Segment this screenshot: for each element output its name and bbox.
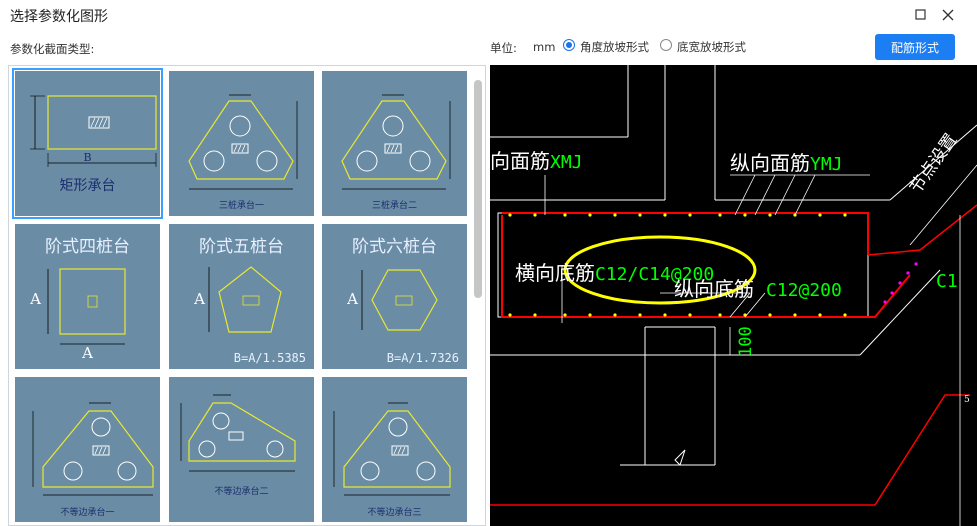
cad-text-t3: 横向底筋 — [515, 261, 595, 285]
tile-three-pile-cap-2-label: 三桩承台二 — [371, 201, 417, 211]
shape-gallery: A B 矩形承台 三桩承台一 三桩承 — [8, 65, 486, 526]
tile-unequal-cap-3-label: 不等边承台三 — [367, 508, 422, 518]
cad-text-t4: 纵向底筋 — [674, 277, 754, 301]
cad-text-t4-code: C12@200 — [766, 280, 842, 301]
tile-unequal-cap-2-label: 不等边承台二 — [214, 487, 269, 497]
tile-stepped-five-pile-formula: B=A/1.5385 — [233, 351, 306, 365]
cad-text-longitudinal-bottom-rebar: 纵向底筋 C12@200 — [674, 273, 842, 302]
cad-text-dim-100: 100 — [736, 326, 756, 357]
cad-text-t3-code: C12/C14@200 — [595, 264, 715, 285]
tile-stepped-four-pile[interactable]: 阶式四桩台 A A — [15, 224, 160, 369]
tile-rect-cap[interactable]: A B 矩形承台 — [12, 68, 163, 219]
tile-stepped-four-pile-title: 阶式四桩台 — [45, 237, 130, 257]
cad-text-t2-code: YMJ — [810, 154, 843, 175]
cad-text-c1: C1 — [936, 271, 958, 292]
radio-angle-slope-label[interactable]: 角度放坡形式 — [580, 40, 649, 54]
unit-label: 单位: — [490, 41, 517, 55]
radio-width-slope-label[interactable]: 底宽放坡形式 — [677, 40, 746, 54]
unit-value: mm — [533, 40, 556, 54]
tile-unequal-cap-1-label: 不等边承台一 — [60, 508, 115, 518]
radio-angle-slope[interactable] — [563, 39, 575, 51]
tile-unequal-cap-2[interactable]: 不等边承台二 — [169, 377, 314, 522]
tile-rect-label: 矩形承台 — [59, 178, 116, 194]
gallery-scrollbar-thumb[interactable] — [474, 80, 482, 298]
cad-text-transverse-bottom-rebar: 横向底筋C12/C14@200 — [515, 257, 714, 286]
tile-three-pile-cap-1-label: 三桩承台一 — [218, 201, 264, 211]
close-icon[interactable] — [937, 4, 959, 26]
tile-stepped-six-pile-dim-a: A — [347, 290, 358, 308]
tile-stepped-six-pile-title: 阶式六桩台 — [352, 237, 437, 257]
tile-stepped-five-pile[interactable]: 阶式五桩台 A B=A/1.5385 — [169, 224, 314, 369]
tile-three-pile-cap-2[interactable]: 三桩承台二 — [322, 71, 467, 216]
tile-unequal-cap-1[interactable]: 不等边承台一 — [15, 377, 160, 522]
preview-panel: 向面筋XMJ 纵向面筋YMJ 横向底筋C12/C14@200 纵向底筋 C12@2… — [490, 65, 977, 526]
rebar-form-button[interactable]: 配筋形式 — [875, 34, 955, 60]
tile-rect-dim-b: B — [83, 151, 92, 164]
cad-text-transverse-top-rebar: 向面筋XMJ — [490, 145, 583, 174]
cad-text-t1-code: XMJ — [550, 152, 583, 173]
cad-text-t2: 纵向面筋 — [730, 151, 810, 175]
title-bar: 选择参数化图形 — [0, 0, 977, 30]
preview-drawing — [490, 65, 977, 526]
window-title: 选择参数化图形 — [10, 9, 108, 25]
cad-text-5: 5 — [964, 395, 970, 405]
tile-stepped-five-pile-dim-a: A — [194, 290, 205, 308]
tile-stepped-six-pile[interactable]: 阶式六桩台 A B=A/1.7326 — [322, 224, 467, 369]
section-type-label: 参数化截面类型: — [10, 42, 95, 56]
tile-unequal-cap-3[interactable]: 不等边承台三 — [322, 377, 467, 522]
tile-three-pile-cap-1[interactable]: 三桩承台一 — [169, 71, 314, 216]
maximize-icon[interactable] — [910, 4, 932, 26]
tile-stepped-five-pile-title: 阶式五桩台 — [199, 237, 284, 257]
radio-width-slope[interactable] — [660, 39, 672, 51]
tile-stepped-six-pile-formula: B=A/1.7326 — [386, 351, 459, 365]
tile-stepped-four-pile-dim-b: A — [82, 344, 93, 362]
tile-stepped-four-pile-dim-a: A — [30, 290, 41, 308]
cad-text-t1: 向面筋 — [490, 149, 550, 173]
cad-text-longitudinal-top-rebar: 纵向面筋YMJ — [730, 147, 843, 176]
